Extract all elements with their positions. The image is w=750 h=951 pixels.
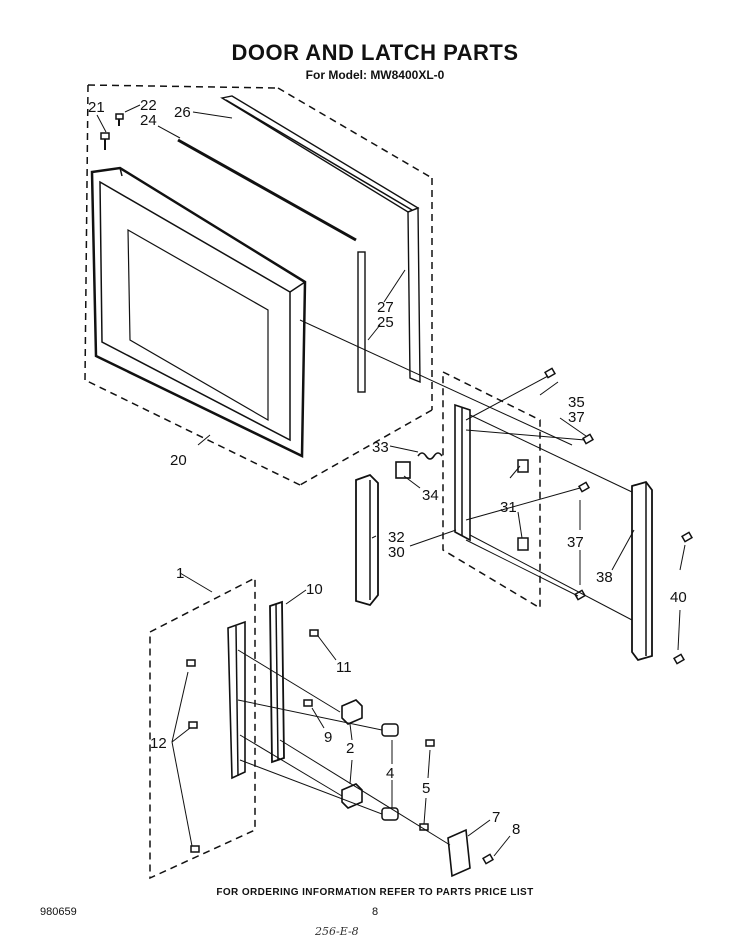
callout-27: 27	[377, 299, 394, 316]
screw-part-9	[303, 699, 313, 707]
callout-31: 31	[500, 499, 517, 516]
callout-38: 38	[596, 569, 613, 586]
callout-30: 30	[388, 544, 405, 561]
callout-8: 8	[512, 821, 520, 838]
callout-2: 2	[346, 740, 354, 757]
screw-part-12-middle	[188, 721, 198, 729]
screw-part-37-upper	[582, 433, 594, 445]
callout-12: 12	[150, 735, 167, 752]
callout-35: 35	[568, 394, 585, 411]
latch-part-34	[395, 461, 411, 479]
handle-part-32	[355, 473, 379, 607]
screw-part-12-bottom	[190, 845, 200, 853]
latch-hook-part-31	[517, 459, 529, 551]
callout-34: 34	[422, 487, 439, 504]
screw-part-37-middle	[578, 481, 590, 493]
callout-24: 24	[140, 112, 157, 129]
latch-assembly-boundary	[442, 370, 541, 610]
hinge-assembly-boundary	[149, 576, 256, 880]
hinge-block-part-2-upper	[341, 699, 363, 725]
latch-plate-part-30	[454, 403, 471, 542]
callout-1: 1	[176, 565, 184, 582]
callout-20: 20	[170, 452, 187, 469]
screw-part-35	[544, 367, 556, 379]
ordering-note: FOR ORDERING INFORMATION REFER TO PARTS …	[216, 887, 534, 898]
screw-part-21	[100, 132, 110, 150]
callout-4: 4	[386, 765, 394, 782]
callout-33: 33	[372, 439, 389, 456]
callout-labels: 21 22 24 26 27 25 20 35 37 33 34 31 32 3…	[88, 97, 687, 838]
callout-7: 7	[492, 809, 500, 826]
screw-part-12-top	[186, 659, 196, 667]
roller-part-4-upper	[381, 723, 399, 737]
callout-25: 25	[377, 314, 394, 331]
callout-5: 5	[422, 780, 430, 797]
callout-37b: 37	[567, 534, 584, 551]
handwritten-note: 256-E-8	[315, 925, 359, 938]
callout-21: 21	[88, 99, 105, 116]
hinge-block-part-2-lower	[341, 783, 363, 809]
screw-part-5-upper	[425, 739, 435, 747]
spring-part-33	[417, 452, 443, 460]
callout-11: 11	[336, 659, 352, 676]
hinge-plate	[227, 620, 246, 780]
latch-cover-part-38	[631, 480, 653, 662]
callout-9: 9	[324, 729, 332, 746]
model-subtitle: For Model: MW8400XL-0	[305, 68, 445, 82]
callout-22: 22	[140, 97, 157, 114]
hinge-bar-part-10	[269, 600, 285, 764]
door-assembly-boundary	[84, 84, 433, 486]
document-number: 980659	[40, 906, 77, 918]
callout-37a: 37	[568, 409, 585, 426]
choke-strip-part-25	[357, 251, 366, 393]
roller-part-4-lower	[381, 807, 399, 821]
screw-part-40-lower	[673, 653, 685, 665]
callout-10: 10	[306, 581, 323, 598]
leader-lines-upper	[96, 104, 573, 446]
callout-32: 32	[388, 529, 405, 546]
door-frame-part-20	[90, 166, 307, 458]
screw-part-22	[115, 113, 124, 126]
choke-strip-part-24	[177, 138, 357, 242]
callout-40: 40	[670, 589, 687, 606]
leader-lines-lower	[171, 572, 511, 857]
callout-26: 26	[174, 104, 191, 121]
page-title: DOOR AND LATCH PARTS	[231, 40, 519, 65]
screw-part-40-upper	[681, 531, 693, 543]
bracket-part-7	[447, 828, 471, 878]
page-number: 8	[372, 906, 379, 918]
door-seal-part-26	[220, 95, 421, 384]
screw-part-8	[482, 853, 494, 865]
screw-part-11	[309, 629, 319, 637]
leader-lines-latch	[371, 375, 686, 651]
